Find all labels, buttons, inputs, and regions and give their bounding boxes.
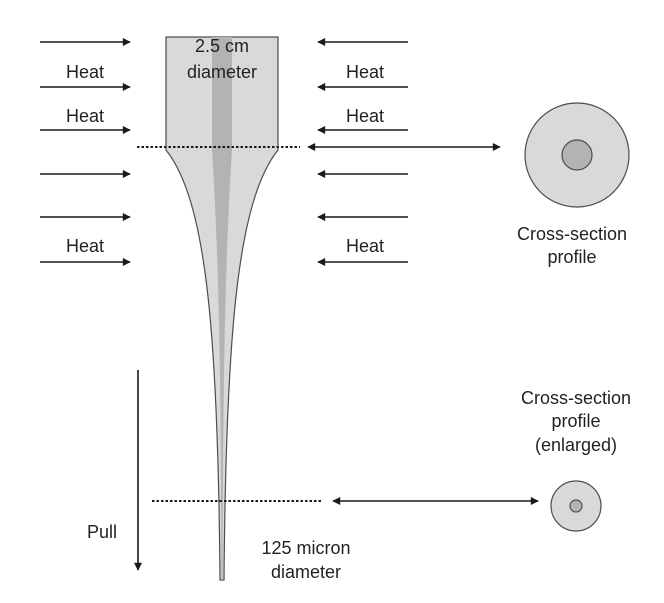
cross-section-label: Cross-section — [517, 224, 627, 244]
core-circle — [569, 499, 583, 513]
heat-label: Heat — [66, 236, 104, 256]
heat-arrows-right — [317, 38, 408, 266]
preform-body — [165, 36, 279, 581]
heat-label: Heat — [346, 62, 384, 82]
cross-section-enlarged-profile — [550, 480, 602, 532]
preform-diameter-label: 2.5 cm — [195, 36, 249, 56]
heat-label: Heat — [346, 236, 384, 256]
core-circle — [561, 139, 593, 171]
cross-section-enlarged-label: profile — [551, 411, 600, 431]
heat-label: Heat — [66, 106, 104, 126]
heat-arrows-left — [40, 38, 131, 266]
fiber-diameter-label: 125 micron — [261, 538, 350, 558]
preform-diameter-label: diameter — [187, 62, 257, 82]
cross-section-enlarged-label: (enlarged) — [535, 435, 617, 455]
heat-label: Heat — [66, 62, 104, 82]
preform-core — [212, 37, 232, 580]
cross-section-label: profile — [547, 247, 596, 267]
cross-section-enlarged-label: Cross-section — [521, 388, 631, 408]
cross-section-profile — [524, 102, 630, 208]
pull-label: Pull — [87, 522, 117, 542]
heat-label: Heat — [346, 106, 384, 126]
fiber-diameter-label: diameter — [271, 562, 341, 582]
